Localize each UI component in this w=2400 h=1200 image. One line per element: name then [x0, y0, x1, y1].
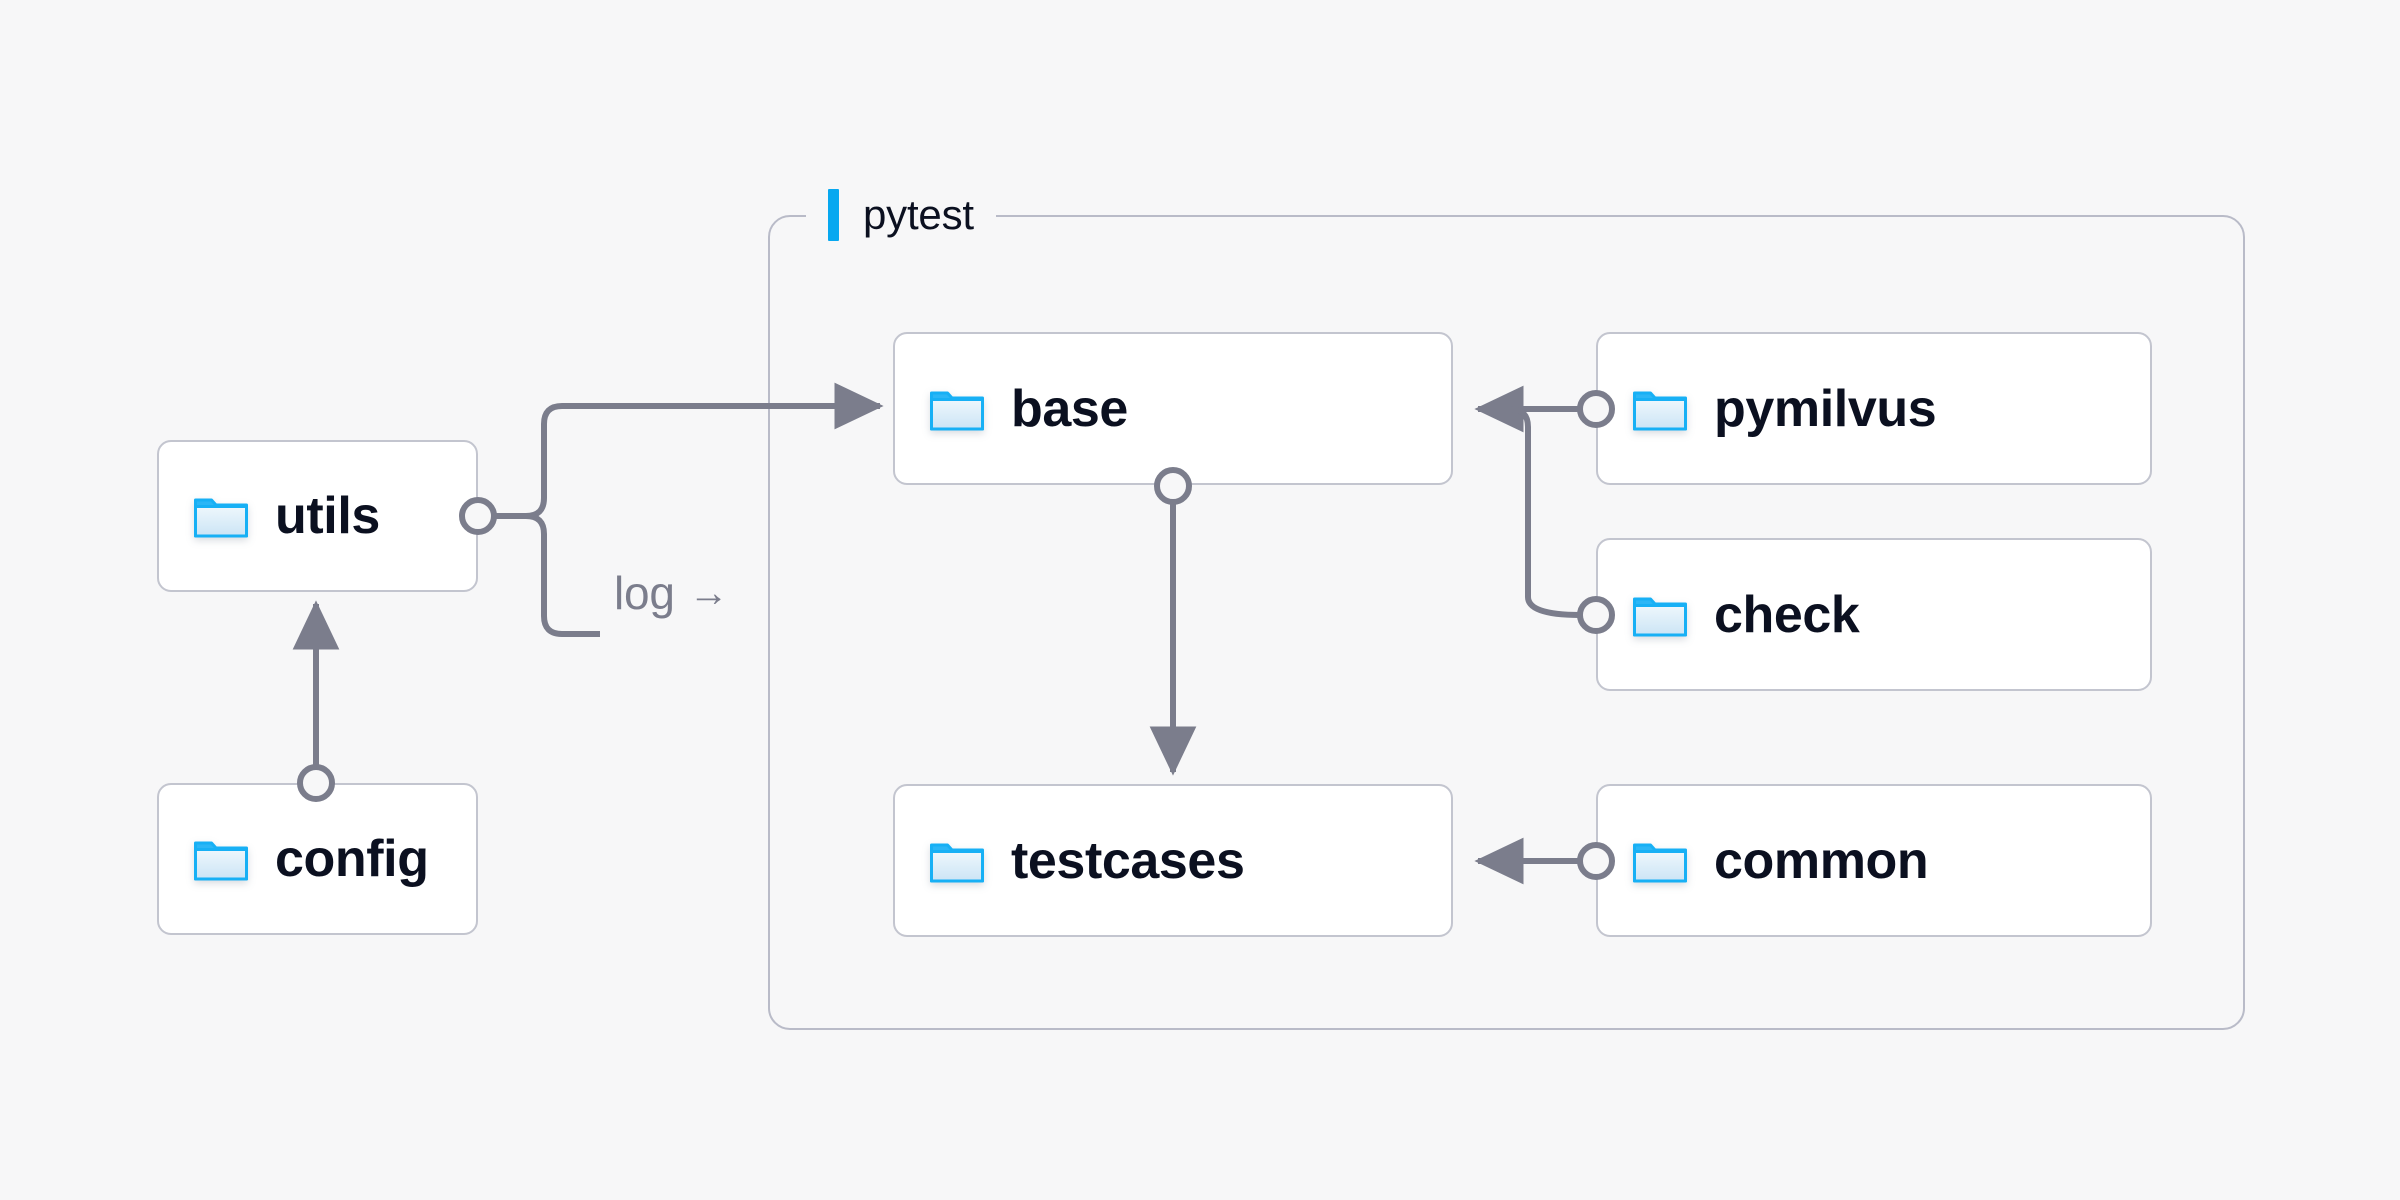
- group-title-pytest: pytest: [806, 188, 996, 242]
- node-label: base: [1011, 379, 1128, 438]
- group-title-label: pytest: [863, 191, 974, 238]
- folder-icon: [929, 386, 985, 432]
- edge-label-log: log →: [600, 564, 743, 622]
- node-common[interactable]: common: [1596, 784, 2152, 937]
- folder-icon: [193, 836, 249, 882]
- folder-icon: [193, 493, 249, 539]
- port-check-left[interactable]: [1577, 596, 1615, 634]
- node-config[interactable]: config: [157, 783, 478, 935]
- port-config-top[interactable]: [297, 764, 335, 802]
- accent-bar-icon: [828, 189, 839, 241]
- edge-utils-to-log: [494, 513, 600, 637]
- folder-icon: [929, 838, 985, 884]
- folder-icon: [1632, 838, 1688, 884]
- port-pymilvus-left[interactable]: [1577, 390, 1615, 428]
- node-label: pymilvus: [1714, 379, 1937, 438]
- node-label: config: [275, 830, 429, 888]
- node-utils[interactable]: utils: [157, 440, 478, 592]
- folder-icon: [1632, 386, 1688, 432]
- port-base-bottom[interactable]: [1154, 467, 1192, 505]
- arrow-right-icon: →: [688, 571, 729, 615]
- node-label: testcases: [1011, 831, 1245, 890]
- node-testcases[interactable]: testcases: [893, 784, 1453, 937]
- node-pymilvus[interactable]: pymilvus: [1596, 332, 2152, 485]
- node-base[interactable]: base: [893, 332, 1453, 485]
- node-label: utils: [275, 487, 380, 545]
- folder-icon: [1632, 592, 1688, 638]
- group-pytest[interactable]: [768, 215, 2245, 1030]
- edge-label-text: log: [614, 567, 675, 619]
- edge-check-to-base: [1478, 406, 1581, 618]
- node-check[interactable]: check: [1596, 538, 2152, 691]
- node-label: common: [1714, 831, 1929, 890]
- port-utils-right[interactable]: [459, 497, 497, 535]
- port-common-left[interactable]: [1577, 842, 1615, 880]
- node-label: check: [1714, 585, 1860, 644]
